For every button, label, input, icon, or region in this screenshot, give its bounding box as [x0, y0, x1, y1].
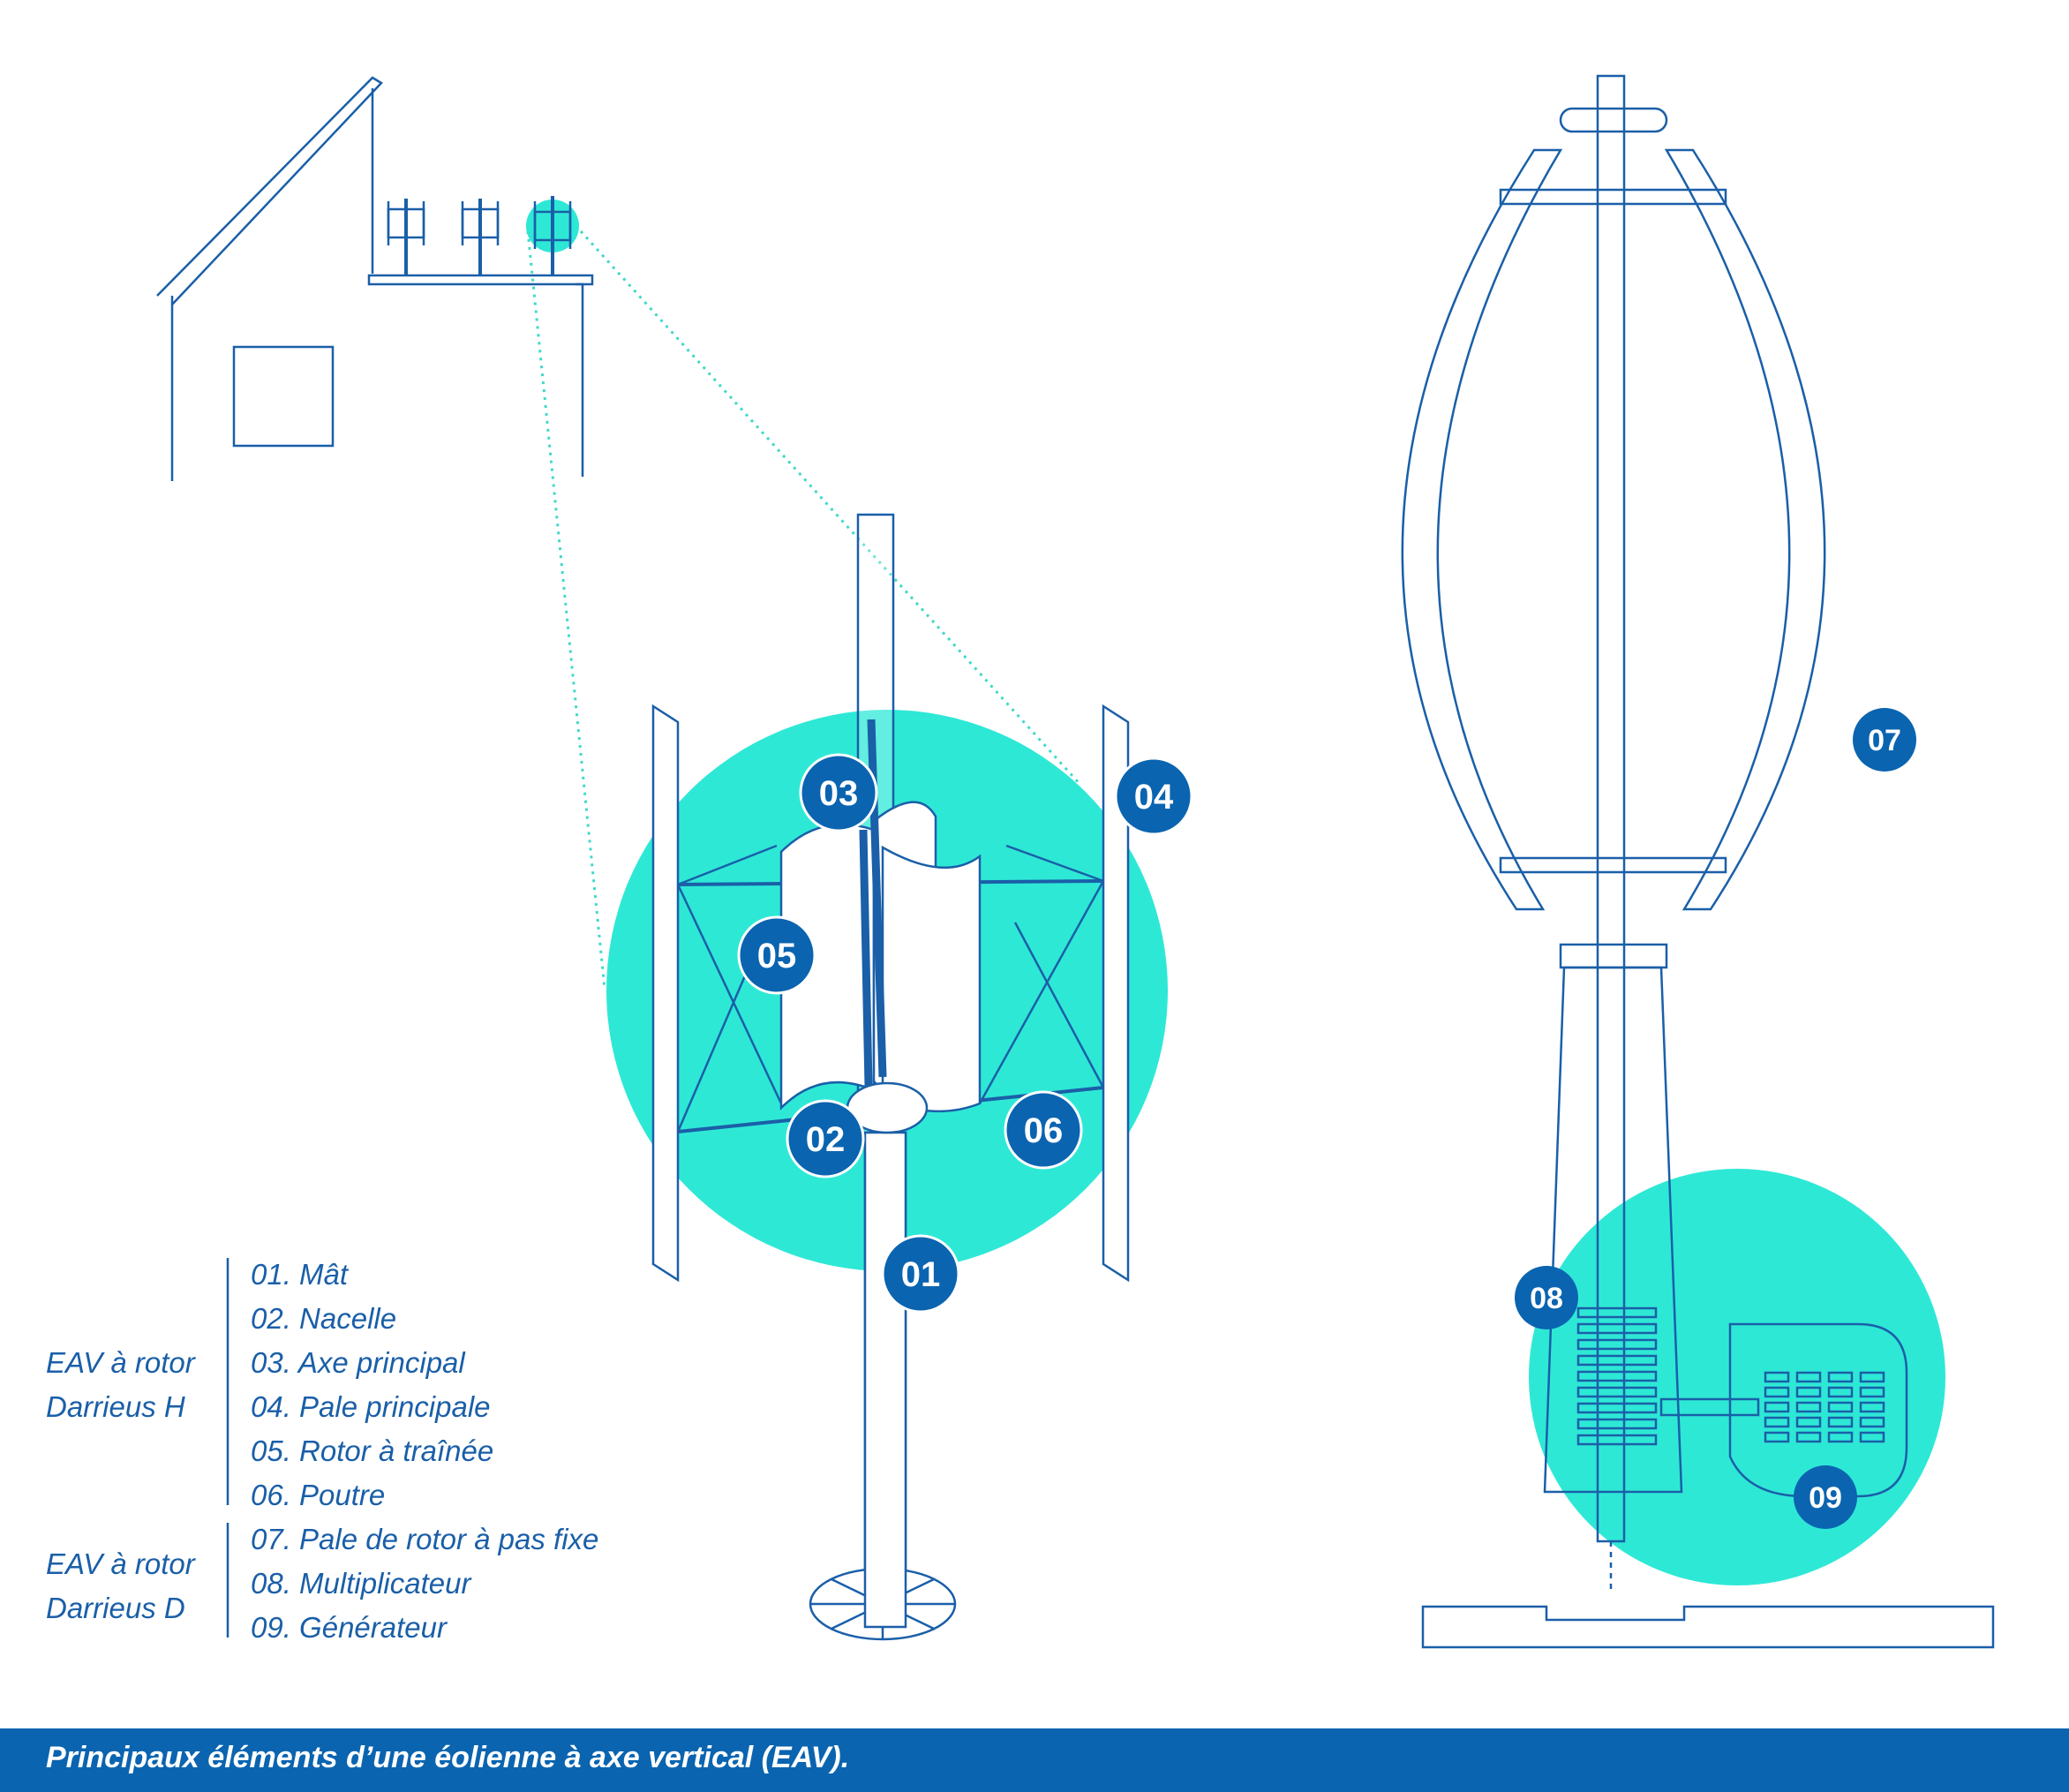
svg-text:06: 06 [1024, 1111, 1064, 1150]
badge-05: 05 [737, 915, 816, 995]
svg-text:05: 05 [757, 937, 797, 975]
legend-group-d-name: EAV à rotor [46, 1547, 197, 1580]
badge-02: 02 [786, 1099, 865, 1178]
zoom-lines [526, 230, 1083, 990]
caption-bar: Principaux éléments d’une éolienne à axe… [0, 1728, 2069, 1792]
legend-group-d-name: Darrieus D [46, 1592, 185, 1624]
svg-text:08: 08 [1530, 1282, 1563, 1315]
legend-item: 05. Rotor à traînée [251, 1434, 493, 1467]
badge-09: 09 [1794, 1465, 1857, 1529]
legend: EAV à rotor Darrieus H EAV à rotor Darri… [46, 1258, 598, 1644]
badge-06: 06 [1004, 1090, 1083, 1170]
generator [1728, 1322, 1908, 1498]
svg-text:02: 02 [806, 1120, 846, 1159]
legend-item: 06. Poutre [251, 1479, 385, 1511]
legend-item: 04. Pale principale [251, 1390, 491, 1423]
svg-text:01: 01 [901, 1255, 941, 1294]
badge-07: 07 [1853, 708, 1916, 772]
legend-item: 09. Générateur [251, 1611, 448, 1644]
house-illustration [156, 76, 594, 481]
badge-08: 08 [1515, 1266, 1578, 1329]
legend-item: 03. Axe principal [251, 1346, 466, 1379]
badge-04: 04 [1114, 757, 1193, 836]
svg-text:03: 03 [819, 774, 859, 813]
svg-text:04: 04 [1134, 778, 1174, 817]
caption-text: Principaux éléments d’une éolienne à axe… [46, 1741, 850, 1774]
roof-mini-turbines [387, 196, 579, 275]
legend-group-h-name: Darrieus H [46, 1390, 185, 1423]
legend-item: 02. Nacelle [251, 1302, 396, 1335]
badge-03: 03 [799, 753, 878, 832]
darrieus-d-turbine [1401, 74, 1995, 1649]
legend-group-h-name: EAV à rotor [46, 1346, 197, 1379]
darrieus-h-turbine [606, 513, 1168, 1641]
legend-item: 08. Multiplicateur [251, 1567, 472, 1600]
badge-01: 01 [881, 1234, 960, 1314]
gearbox [1576, 1306, 1658, 1446]
legend-item: 07. Pale de rotor à pas fixe [251, 1523, 598, 1555]
svg-text:09: 09 [1809, 1481, 1842, 1515]
legend-item: 01. Mât [251, 1258, 350, 1291]
wind-turbine-diagram: 01 02 03 04 05 06 07 08 09 EAV à rotor D… [46, 74, 1995, 1649]
svg-text:07: 07 [1868, 724, 1901, 757]
